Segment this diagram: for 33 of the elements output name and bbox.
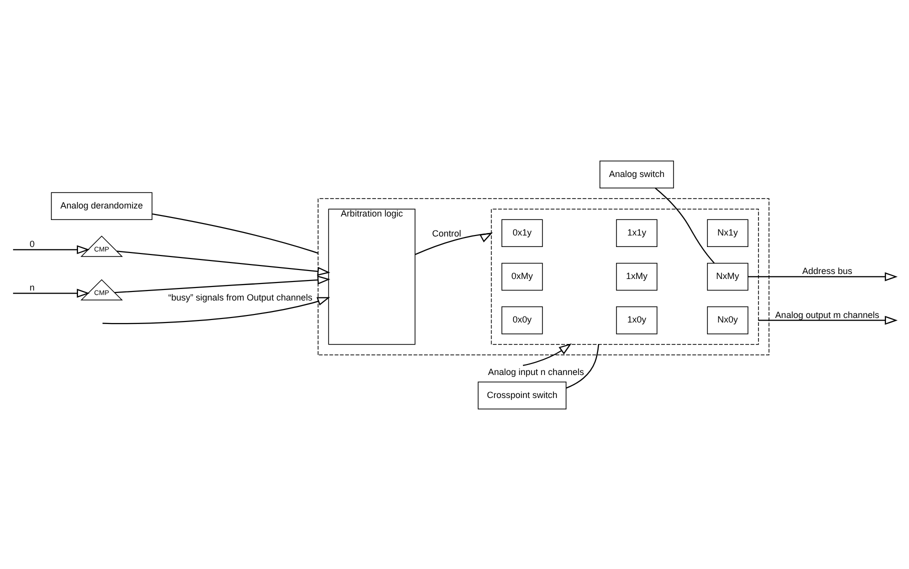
arrow — [414, 232, 493, 255]
node-box: 1xMy — [616, 262, 658, 290]
cluster — [490, 208, 759, 344]
arrow — [116, 250, 330, 276]
arrow — [758, 315, 898, 324]
node-box: 1x1y — [616, 218, 658, 247]
arrow — [522, 342, 572, 366]
node-box: Nx1y — [707, 218, 748, 247]
node-box: 1x0y — [616, 306, 658, 334]
node-box: Analog derandomize — [50, 192, 152, 220]
node-box: 0x0y — [501, 306, 543, 334]
node-box: NxMy — [707, 262, 748, 290]
node-box: Arbitration logic — [328, 208, 416, 344]
edge-label: 0 — [30, 238, 35, 249]
connector — [152, 212, 318, 254]
node-box: Analog switch — [600, 160, 674, 188]
edge-label: Analog output m channels — [775, 309, 880, 320]
node-box: 0xMy — [501, 262, 543, 290]
edge-label: “busy” signals from Output channels — [168, 292, 312, 302]
arrow — [13, 244, 90, 254]
connector — [654, 187, 715, 263]
node-box: 0x1y — [501, 218, 543, 247]
node-box: Nx0y — [707, 306, 748, 334]
edge-label: n — [30, 282, 35, 292]
arrow — [13, 288, 90, 298]
connector — [566, 344, 600, 388]
node-box: Crosspoint switch — [478, 381, 566, 409]
edge-label: Control — [432, 228, 462, 238]
edge-label: Analog input n channels — [488, 366, 584, 377]
edge-label: Address bus — [802, 266, 852, 276]
arrow — [114, 275, 330, 293]
arrow — [102, 296, 330, 324]
arrow — [748, 272, 898, 281]
